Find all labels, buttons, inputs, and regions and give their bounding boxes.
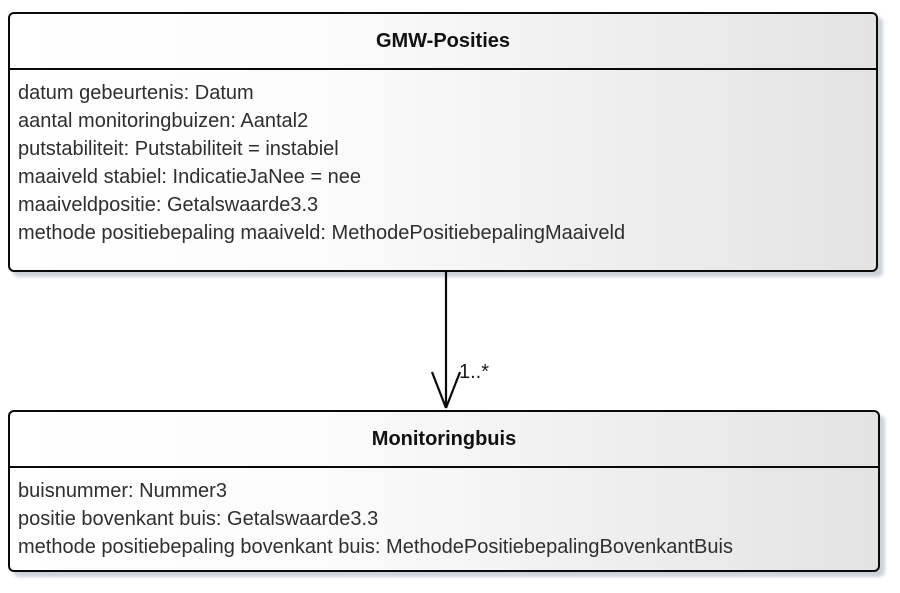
attribute-compartment: datum gebeurtenis: Datum aantal monitori…: [10, 70, 876, 247]
open-arrowhead-icon: [430, 272, 462, 409]
attribute-line: maaiveldpositie: Getalswaarde3.3: [18, 194, 319, 216]
attribute-line: methode positiebepaling bovenkant buis: …: [18, 536, 733, 558]
attribute-line: aantal monitoringbuizen: Aantal2: [18, 110, 309, 132]
attribute-line: methode positiebepaling maaiveld: Method…: [18, 222, 626, 244]
attribute-line: maaiveld stabiel: IndicatieJaNee = nee: [18, 166, 361, 188]
attribute-line: datum gebeurtenis: Datum: [18, 82, 254, 104]
attribute-line: buisnummer: Nummer3: [18, 480, 227, 502]
class-title-monitoringbuis: Monitoringbuis: [10, 412, 878, 468]
attribute-line: positie bovenkant buis: Getalswaarde3.3: [18, 508, 379, 530]
class-box-monitoringbuis: Monitoringbuis buisnummer: Nummer3 posit…: [8, 410, 880, 572]
multiplicity-label: 1..*: [459, 361, 490, 383]
attribute-line: putstabiliteit: Putstabiliteit = instabi…: [18, 138, 339, 160]
attribute-compartment: buisnummer: Nummer3 positie bovenkant bu…: [10, 468, 878, 561]
class-title-gmw-posities: GMW-Posities: [10, 14, 876, 70]
class-box-gmw-posities: GMW-Posities datum gebeurtenis: Datum aa…: [8, 12, 878, 272]
association-arrow: [430, 272, 462, 409]
